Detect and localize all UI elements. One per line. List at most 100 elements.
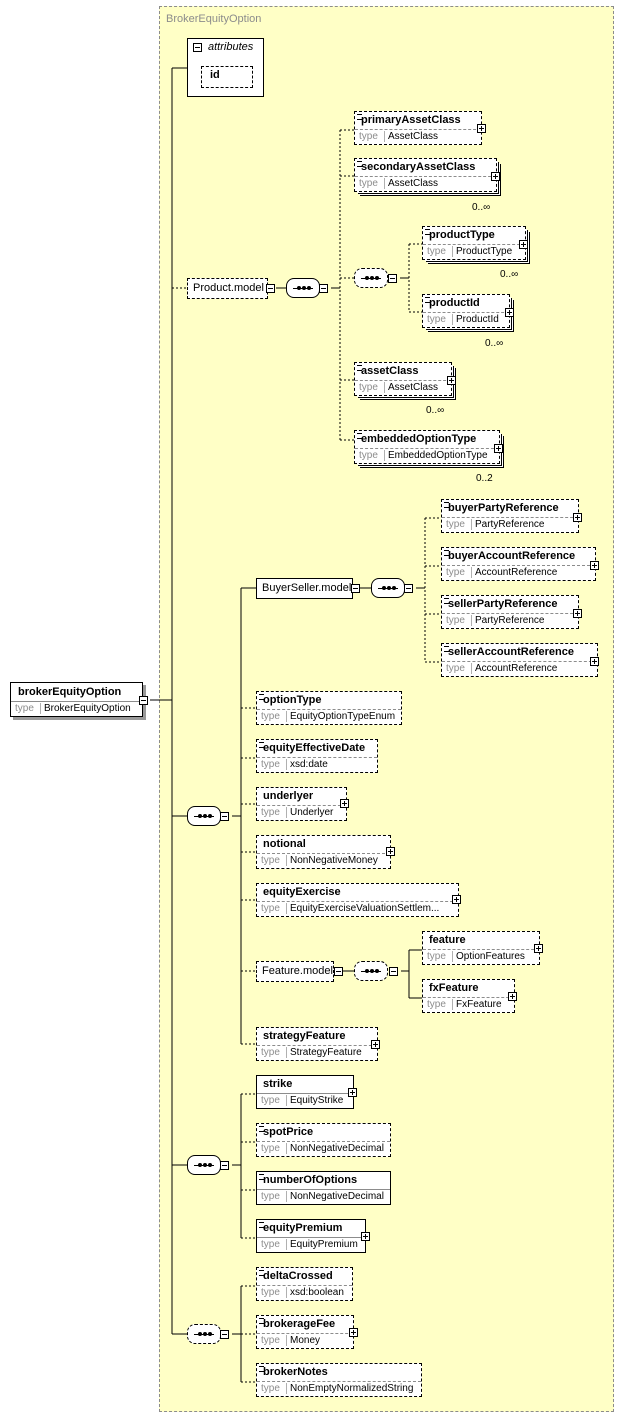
type-label: type bbox=[261, 1383, 280, 1394]
expand-icon[interactable] bbox=[534, 944, 543, 953]
expand-icon[interactable] bbox=[573, 513, 582, 522]
type-label: type bbox=[427, 246, 446, 257]
expand-icon[interactable] bbox=[519, 240, 528, 249]
element-type: NonNegativeMoney bbox=[286, 855, 378, 866]
element-name: sellerAccountReference bbox=[448, 646, 574, 658]
element-type: EquityPremium bbox=[286, 1239, 358, 1250]
group-buyerseller-model[interactable]: BuyerSeller.model bbox=[256, 578, 353, 599]
expand-icon[interactable] bbox=[447, 376, 456, 385]
element-type: AssetClass bbox=[384, 178, 438, 189]
collapse-icon[interactable] bbox=[334, 967, 343, 976]
expand-icon[interactable] bbox=[573, 609, 582, 618]
group-product-model[interactable]: Product.model bbox=[187, 278, 268, 299]
expand-icon[interactable] bbox=[340, 799, 349, 808]
sequence-compositor-icon bbox=[187, 1324, 221, 1344]
element-name: feature bbox=[429, 934, 466, 946]
element-equityExercise[interactable]: equityExercise type EquityExerciseValuati… bbox=[256, 883, 459, 917]
element-type: EquityOptionTypeEnum bbox=[286, 711, 395, 722]
collapse-icon[interactable] bbox=[266, 284, 275, 293]
expand-icon[interactable] bbox=[590, 657, 599, 666]
element-type: OptionFeatures bbox=[452, 951, 525, 962]
collapse-icon[interactable] bbox=[220, 812, 229, 821]
type-label: type bbox=[446, 663, 465, 674]
element-type: Money bbox=[286, 1335, 320, 1346]
element-type: xsd:boolean bbox=[286, 1287, 344, 1298]
expand-icon[interactable] bbox=[349, 1328, 358, 1337]
element-name: underlyer bbox=[263, 790, 314, 802]
collapse-icon[interactable] bbox=[351, 584, 360, 593]
type-label: type bbox=[261, 855, 280, 866]
collapse-icon[interactable] bbox=[220, 1330, 229, 1339]
collapse-icon[interactable] bbox=[389, 967, 398, 976]
type-label: type bbox=[446, 567, 465, 578]
expand-icon[interactable] bbox=[494, 444, 503, 453]
type-label: type bbox=[261, 1047, 280, 1058]
collapse-icon[interactable] bbox=[388, 274, 397, 283]
expand-icon[interactable] bbox=[505, 308, 514, 317]
expand-icon[interactable] bbox=[361, 1232, 370, 1241]
expand-icon[interactable] bbox=[452, 895, 461, 904]
root-element-name: brokerEquityOption bbox=[18, 686, 122, 698]
cardinality: 0..∞ bbox=[426, 405, 445, 416]
attribute-id[interactable]: id bbox=[201, 66, 253, 88]
expand-icon[interactable] bbox=[590, 561, 599, 570]
root-element-brokerEquityOption[interactable]: brokerEquityOption type BrokerEquityOpti… bbox=[10, 682, 143, 717]
expand-icon[interactable] bbox=[491, 172, 500, 181]
element-name: equityExercise bbox=[263, 886, 341, 898]
collapse-icon[interactable] bbox=[139, 696, 148, 705]
element-name: fxFeature bbox=[429, 982, 479, 994]
type-label: type bbox=[446, 615, 465, 626]
type-label: type bbox=[261, 1335, 280, 1346]
element-type: NonNegativeDecimal bbox=[286, 1191, 384, 1202]
element-type: EquityExerciseValuationSettlem... bbox=[286, 903, 439, 914]
element-sellerAccountReference[interactable]: sellerAccountReference type AccountRefere… bbox=[441, 643, 598, 677]
expand-icon[interactable] bbox=[371, 1040, 380, 1049]
collapse-icon[interactable] bbox=[220, 1161, 229, 1170]
element-type: ProductId bbox=[452, 314, 499, 325]
element-feature[interactable]: feature type OptionFeatures bbox=[422, 931, 540, 965]
element-type: FxFeature bbox=[452, 999, 502, 1010]
expand-icon[interactable] bbox=[386, 847, 395, 856]
expand-icon[interactable] bbox=[477, 124, 486, 133]
element-fxFeature[interactable]: fxFeature type FxFeature bbox=[422, 979, 515, 1013]
element-type: AccountReference bbox=[471, 567, 557, 578]
attributes-title: attributes bbox=[208, 41, 254, 53]
element-type: AccountReference bbox=[471, 663, 557, 674]
collapse-icon[interactable] bbox=[319, 284, 328, 293]
element-type: StrategyFeature bbox=[286, 1047, 362, 1058]
sequence-compositor-icon bbox=[187, 806, 221, 826]
expand-icon[interactable] bbox=[508, 992, 517, 1001]
type-label: type bbox=[261, 903, 280, 914]
collapse-icon[interactable] bbox=[193, 43, 202, 52]
group-feature-model[interactable]: Feature.model bbox=[256, 961, 334, 982]
expand-icon[interactable] bbox=[348, 1088, 357, 1097]
type-label: type bbox=[427, 999, 446, 1010]
type-label: type bbox=[359, 450, 378, 461]
root-element-type: BrokerEquityOption bbox=[40, 703, 131, 714]
element-name: numberOfOptions bbox=[263, 1174, 358, 1186]
type-label: type bbox=[427, 951, 446, 962]
collapse-icon[interactable] bbox=[404, 584, 413, 593]
element-name: productId bbox=[429, 297, 480, 309]
